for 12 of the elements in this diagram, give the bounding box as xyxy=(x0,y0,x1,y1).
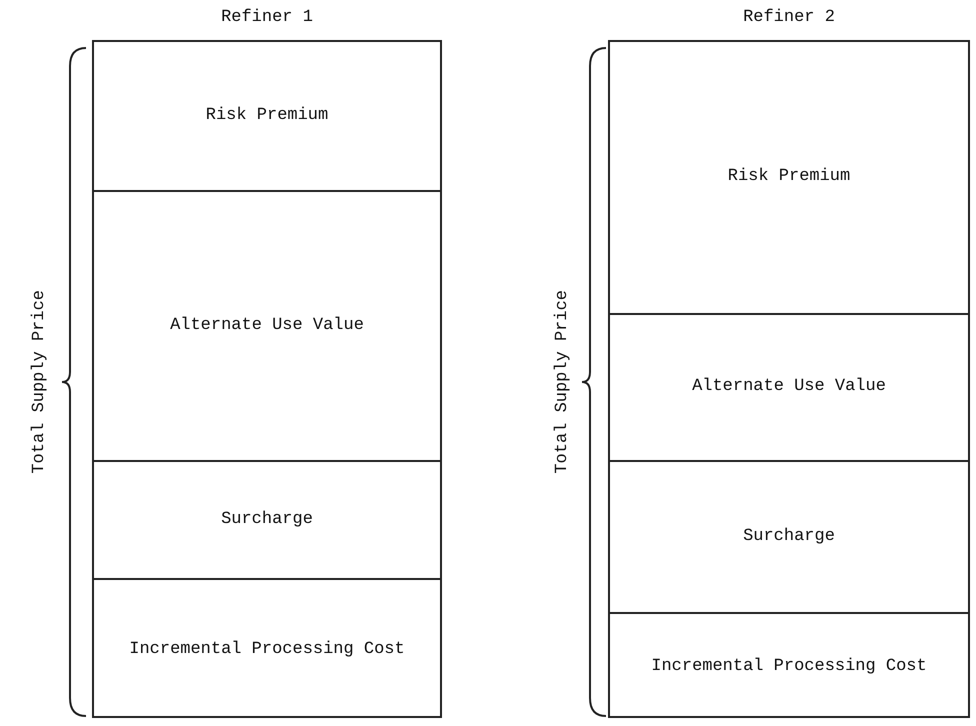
axis-label: Total Supply Price xyxy=(30,290,49,474)
segment-label: Alternate Use Value xyxy=(170,316,364,336)
segment-label: Risk Premium xyxy=(728,167,850,188)
segment-label: Incremental Processing Cost xyxy=(651,656,927,678)
segment-label: Surcharge xyxy=(221,510,313,530)
segment-label: Alternate Use Value xyxy=(692,377,886,398)
column-heading: Refiner 2 xyxy=(743,8,835,27)
segment-label: Surcharge xyxy=(743,526,835,548)
segment-label: Risk Premium xyxy=(206,106,328,126)
axis-label: Total Supply Price xyxy=(553,290,572,474)
column-heading: Refiner 1 xyxy=(221,8,313,27)
segment-label: Incremental Processing Cost xyxy=(129,640,405,660)
